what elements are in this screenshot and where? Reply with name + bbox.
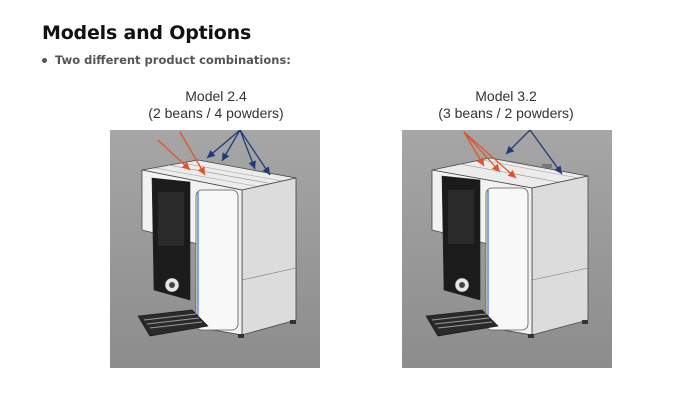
bean-arrow [179,131,206,176]
powder-arrow [206,130,241,159]
powder-arrow [529,130,563,175]
coffee-machine-3-2-illustration [425,130,589,338]
model-2-4-photo [110,130,320,368]
bean-arrow [463,131,517,179]
bean-arrow [463,131,501,173]
powder-arrow [239,130,271,176]
bullet-text: Two different product combinations: [55,53,291,67]
model-3-2-label: Model 3.2 (3 beans / 2 powders) [406,88,606,122]
model-3-2-detail: (3 beans / 2 powders) [438,105,574,121]
powder-arrow [505,130,531,155]
model-2-4-detail: (2 beans / 4 powders) [148,105,284,121]
powder-arrow [239,130,256,170]
model-3-2-name: Model 3.2 [475,88,537,104]
bean-arrow [157,139,191,171]
powder-arrow [221,130,241,162]
model-2-4-name: Model 2.4 [185,88,247,104]
bullet-dot-icon [42,57,47,63]
bean-arrow [463,131,485,167]
coffee-machine-2-4-illustration [137,130,297,338]
page-title: Models and Options [42,22,252,44]
model-2-4-label: Model 2.4 (2 beans / 4 powders) [116,88,316,122]
bullet-item: Two different product combinations: [42,53,291,67]
model-3-2-photo [402,130,612,368]
